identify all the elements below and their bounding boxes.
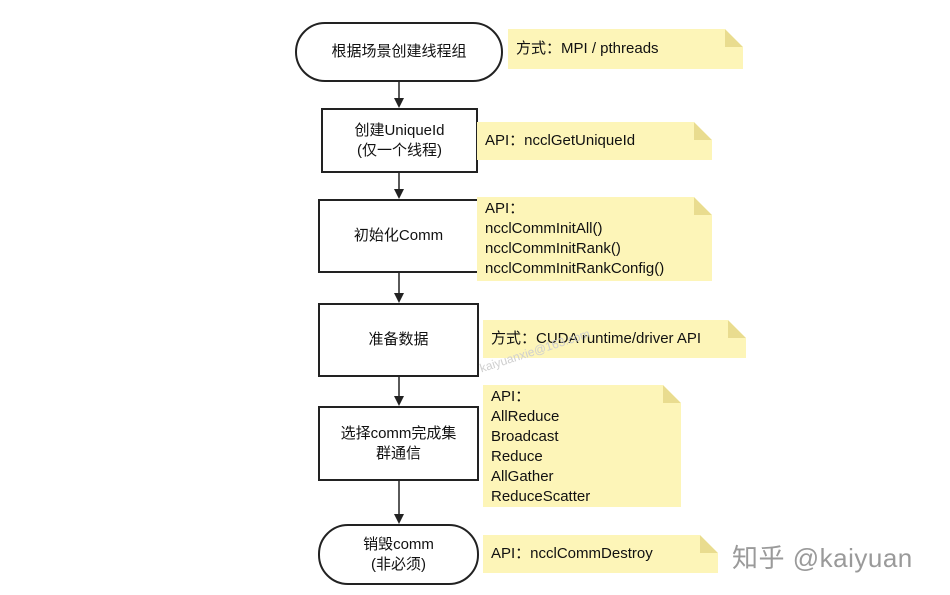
note-text: ncclCommInitAll() <box>485 220 603 237</box>
step-label: 初始化Comm <box>353 227 444 244</box>
step-init-comm: 初始化Comm <box>318 199 479 273</box>
step-prepare-data: 准备数据 <box>318 303 479 377</box>
step-label: 创建UniqueId <box>354 121 445 139</box>
step-create-thread-group: 根据场景创建线程组 <box>295 22 503 82</box>
note-text: 方式：MPI / pthreads <box>516 40 659 57</box>
step-label: 销毁comm <box>363 535 434 553</box>
note-text: AllReduce <box>491 408 560 425</box>
note-thread-method: 方式：MPI / pthreads <box>508 29 743 69</box>
note-text: 方式：CUDA runtime/driver API <box>491 330 702 347</box>
note-destroy-api: API：ncclCommDestroy <box>483 535 718 573</box>
note-text: Reduce <box>491 448 543 465</box>
step-label-cont: 群通信 <box>375 444 421 462</box>
note-text: AllGather <box>491 468 554 485</box>
step-collective-comm: 选择comm完成集 群通信 <box>318 406 479 481</box>
note-text: ncclCommInitRank() <box>485 240 621 257</box>
note-text: API：ncclGetUniqueId <box>485 132 636 149</box>
step-label: 根据场景创建线程组 <box>331 43 467 60</box>
step-destroy-comm: 销毁comm (非必须) <box>318 524 479 585</box>
note-init-api: API： ncclCommInitAll() ncclCommInitRank(… <box>477 197 712 281</box>
zhihu-watermark: 知乎 @kaiyuan <box>732 543 913 573</box>
note-text: API： <box>485 200 525 217</box>
note-text: API： <box>491 388 531 405</box>
note-text: API：ncclCommDestroy <box>491 545 653 562</box>
note-collective-api: API： AllReduce Broadcast Reduce AllGathe… <box>483 385 681 507</box>
note-text: ReduceScatter <box>491 488 591 505</box>
note-text: Broadcast <box>491 428 559 445</box>
step-sublabel: (仅一个线程) <box>357 141 442 159</box>
step-label: 选择comm完成集 <box>340 424 457 442</box>
note-text: ncclCommInitRankConfig() <box>485 260 665 277</box>
note-unique-id-api: API：ncclGetUniqueId <box>477 122 712 160</box>
step-sublabel: (非必须) <box>371 555 426 573</box>
step-label: 准备数据 <box>368 331 429 348</box>
step-create-unique-id: 创建UniqueId (仅一个线程) <box>321 108 478 173</box>
